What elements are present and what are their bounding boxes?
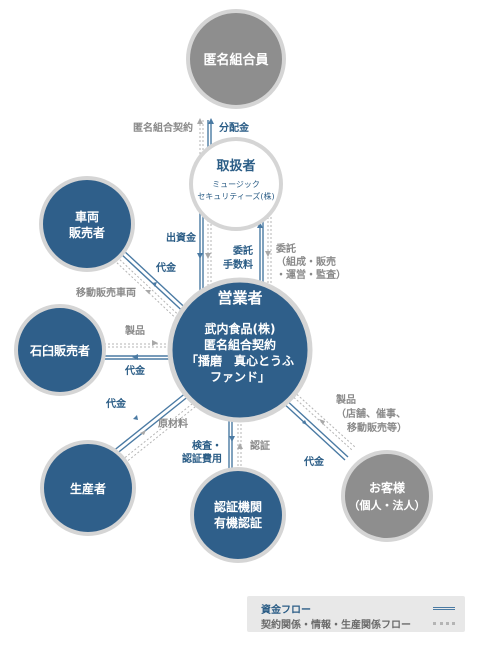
legend-contract-label: 契約関係・情報・生産関係フロー	[261, 620, 411, 631]
legend-contract-line	[433, 622, 455, 625]
node-mortar-seller: 石臼販売者	[14, 304, 106, 396]
label-investment: 出資金	[166, 231, 197, 244]
node-cert-body: 認証機関 有機認証	[190, 467, 286, 563]
node-handler: 取扱者 ミュージック セキュリティーズ(株)	[189, 137, 283, 231]
cert-line1: 認証機関	[214, 499, 262, 514]
vehicle-line2: 販売者	[69, 225, 105, 240]
handler-line2: セキュリティーズ(株)	[197, 191, 274, 201]
label-customer-product3: 移動販売等）	[347, 421, 407, 434]
operator-line3: 「播磨 真心とうふ	[186, 353, 294, 368]
label-entrust-2: （組成・販売	[276, 255, 336, 268]
node-vehicle-seller: 車両 販売者	[39, 176, 135, 272]
label-mobile-vehicle: 移動販売車両	[76, 286, 136, 299]
arrowheads	[132, 118, 325, 449]
label-customer-payment: 代金	[303, 455, 325, 468]
mortar-label: 石臼販売者	[29, 343, 90, 358]
operator-title: 営業者	[217, 289, 262, 307]
connector-customer-operator	[280, 388, 356, 461]
customer-line1: お客様	[369, 480, 406, 495]
connector-producer-operator	[111, 387, 206, 464]
label-entrust-1: 委託	[275, 242, 296, 255]
label-mortar-product: 製品	[124, 324, 145, 337]
producer-label: 生産者	[70, 481, 106, 496]
node-customer: お客様 （個人・法人）	[341, 450, 433, 542]
legend: 資金フロー 契約関係・情報・生産関係フロー	[247, 596, 465, 632]
operator-line2: 匿名組合契約	[204, 337, 276, 352]
label-mortar-payment: 代金	[124, 364, 146, 377]
node-producer: 生産者	[40, 440, 136, 536]
handler-line1: ミュージック	[212, 180, 260, 189]
label-vehicle-payment: 代金	[155, 261, 177, 274]
cert-line2: 有機認証	[214, 515, 262, 530]
label-customer-product1: 製品	[335, 393, 356, 406]
handler-title: 取扱者	[216, 158, 255, 174]
label-entrust-3: ・運営・監査）	[276, 268, 346, 281]
operator-line4: ファンド」	[210, 370, 270, 384]
customer-line2: （個人・法人）	[349, 498, 426, 512]
label-commission1: 委託	[232, 244, 253, 257]
vehicle-line1: 車両	[75, 209, 99, 224]
label-producer-payment: 代金	[105, 397, 127, 410]
label-certification: 認証	[250, 439, 270, 452]
label-inspection1: 検査・	[192, 439, 222, 452]
operator-line1: 武内食品(株)	[205, 321, 276, 336]
label-inspection2: 認証費用	[182, 452, 222, 465]
label-commission2: 手数料	[223, 258, 253, 271]
legend-funds-line	[433, 607, 455, 610]
investor-label: 匿名組合員	[203, 52, 268, 68]
label-customer-product2: （店舗、催事、	[336, 407, 406, 420]
node-operator: 営業者 武内食品(株) 匿名組合契約 「播磨 真心とうふ ファンド」	[167, 277, 313, 423]
label-contract: 匿名組合契約	[133, 121, 193, 134]
legend-funds-label: 資金フロー	[261, 605, 311, 616]
label-dividend: 分配金	[219, 121, 250, 134]
label-raw-material: 原材料	[158, 417, 188, 430]
node-investor: 匿名組合員	[186, 9, 286, 109]
